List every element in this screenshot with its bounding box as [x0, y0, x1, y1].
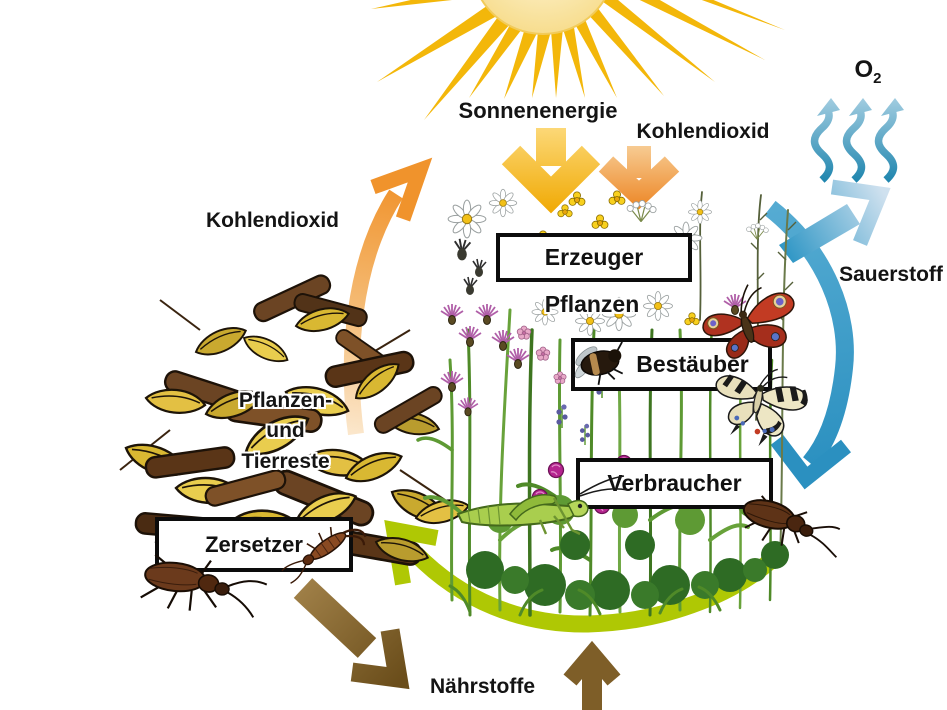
label-o2-main: O	[854, 56, 874, 83]
solar-energy-arrow	[501, 128, 601, 214]
beetle-right-icon	[742, 495, 841, 558]
bee-icon	[574, 341, 624, 385]
box-erzeuger: Erzeuger	[496, 233, 692, 282]
box-verbraucher: Verbraucher	[576, 458, 773, 509]
label-kohlendioxid-top: Kohlendioxid	[636, 120, 770, 143]
label-naehrstoffe: Nährstoffe	[429, 675, 535, 698]
grasshopper-icon	[456, 475, 629, 536]
swallowtail-butterfly-icon	[715, 368, 808, 447]
beetle-left-icon	[140, 553, 268, 618]
label-pflanzen: Pflanzen	[544, 291, 640, 317]
oxygen-wavy-arrows	[810, 98, 904, 183]
sun-icon	[371, 0, 785, 120]
peacock-butterfly-icon	[702, 284, 795, 359]
compost-pile	[119, 271, 472, 570]
earwig-icon	[281, 526, 367, 584]
label-o2: O2	[838, 56, 898, 88]
nutrients-up-arrow	[563, 640, 621, 710]
label-sonnenenergie: Sonnenenergie	[458, 98, 618, 123]
nutrients-down-arrow	[293, 578, 410, 690]
label-sauerstoff: Sauerstoff	[839, 263, 943, 286]
label-o2-sub: 2	[873, 69, 882, 87]
label-pflanzen-und-tierreste: Pflanzen- und Tierreste	[238, 389, 333, 473]
oxygen-arc-arrow	[764, 179, 891, 490]
label-kohlendioxid-left: Kohlendioxid	[206, 209, 339, 232]
co2-down-arrow	[598, 146, 680, 210]
